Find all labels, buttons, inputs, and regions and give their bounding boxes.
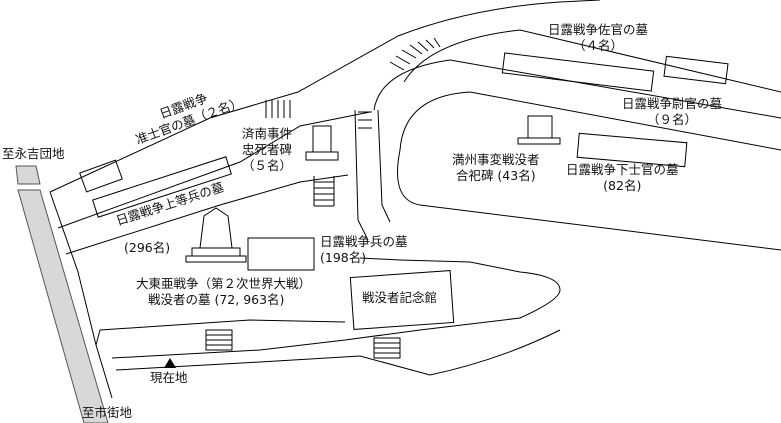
label-greater-east-asia-line2: 戦没者の墓 (72, 963名) [148,292,285,307]
memorial-hall-building [349,270,455,330]
left-road [17,189,109,423]
label-staff-officers-count: （４名） [573,38,624,53]
stairs-top [265,100,291,118]
label-jinan-line1: 済南事件 [242,126,293,141]
plot-staff-officers [501,52,655,92]
war-dead-monument-base-2 [185,255,247,263]
left-road-top [15,165,41,185]
plot-superior-privates [92,156,232,218]
label-nco-name: 日露戦争下士官の墓 [566,162,679,177]
upper-terrace-edge [57,111,371,229]
label-current-location: 現在地 [150,370,188,385]
lower-road-edge [397,149,781,251]
stairs-south-right [373,337,401,359]
label-memorial-hall: 戦没者記念館 [362,290,438,305]
curved-path-inner [399,91,781,151]
direction-nagayoshi-danchi: 至永吉団地 [2,146,65,161]
label-superior-privates-count: (296名) [124,240,171,255]
central-path-2 [377,109,391,223]
war-dead-monument-base [191,247,241,257]
stairs-central [358,111,372,129]
label-jinan-line2: 忠死者碑 [242,142,293,157]
label-staff-officers-name: 日露戦争佐官の墓 [548,22,649,37]
direction-city-streets: 至市街地 [82,405,133,420]
plot-nco [576,132,688,168]
manchuria-monument [527,115,553,139]
plot-warrant-officers [79,159,123,193]
label-greater-east-asia-line1: 大東亜戦争（第２次世界大戦） [136,276,312,291]
stairs [205,37,441,359]
stairs-middle [313,176,335,207]
label-nco-graves: 日露戦争下士官の墓 (82名) [566,162,679,194]
south-road-top [111,257,561,359]
lower-left-edge [95,329,101,346]
central-path [354,109,369,241]
label-greater-east-asia-war: 大東亜戦争（第２次世界大戦） 戦没者の墓 (72, 963名) [136,276,311,308]
current-location-marker-icon [164,358,176,368]
label-jinan-monument: 済南事件 忠死者碑 （５名） [242,126,292,174]
jinan-monument [312,125,332,153]
manchuria-monument-base [517,137,561,145]
label-company-officers-graves: 日露戦争尉官の墓 （９名） [622,96,722,128]
south-road-bottom [115,329,561,376]
label-soldiers-graves: 日露戦争兵の墓 [320,234,408,249]
terrace-lower-edge [99,319,346,331]
label-manchuria-line2: 合祀碑 (43名) [455,168,536,183]
label-jinan-line3: （５名） [242,158,293,173]
stairs-curve [389,37,441,71]
stairs-south-left [205,329,233,351]
label-manchuria-line1: 満州事変戦没者 [452,152,540,167]
label-manchuria-monument: 満州事変戦没者 合祀碑 (43名) [452,152,540,184]
label-company-officers-count: （９名） [647,112,698,127]
jinan-monument-base [305,151,339,161]
label-nco-count: (82名) [603,178,642,193]
middle-terrace-edge [65,174,349,255]
plot-soldiers [247,237,315,271]
outer-boundary [49,0,601,399]
plot-staff-officers-2 [663,55,729,85]
inner-top-boundary [403,29,781,93]
war-dead-monument [199,207,233,249]
curved-path-outer [373,59,781,119]
label-soldiers-count: (198名) [320,250,367,265]
label-staff-officers-graves: 日露戦争佐官の墓 （４名） [548,22,648,54]
label-company-officers-name: 日露戦争尉官の墓 [622,96,723,111]
